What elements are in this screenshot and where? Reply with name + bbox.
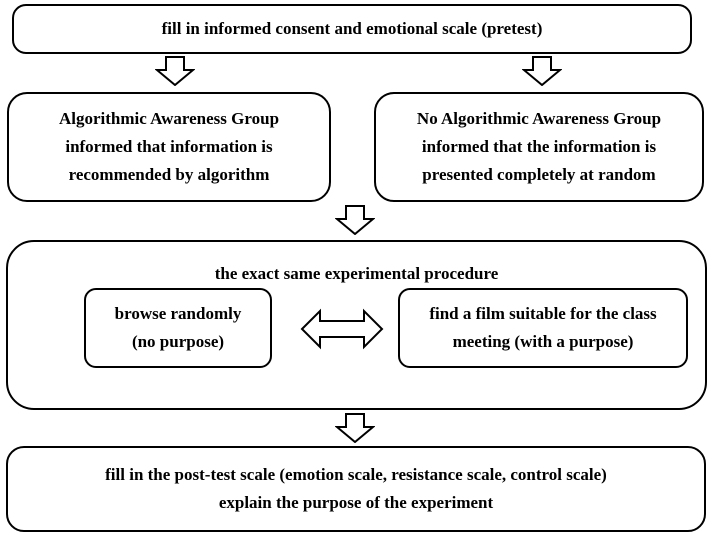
- down-arrow-icon: [335, 205, 375, 235]
- procedure-title: the exact same experimental procedure: [214, 264, 499, 283]
- no-aware-group-line-3: presented completely at random: [422, 165, 656, 184]
- posttest-line-1: fill in the post-test scale (emotion sca…: [105, 465, 607, 484]
- aware-group-line-2: informed that information is: [65, 137, 273, 156]
- algorithmic-awareness-group-box: Algorithmic Awareness Group informed tha…: [7, 92, 331, 202]
- posttest-line-2: explain the purpose of the experiment: [218, 493, 494, 512]
- down-arrow-icon: [335, 413, 375, 443]
- double-arrow-icon: [300, 308, 384, 350]
- no-aware-group-line-2: informed that the information is: [421, 137, 657, 156]
- aware-group-title: Algorithmic Awareness Group: [58, 109, 280, 128]
- no-algorithmic-awareness-group-box: No Algorithmic Awareness Group informed …: [374, 92, 704, 202]
- posttest-box: fill in the post-test scale (emotion sca…: [6, 446, 706, 532]
- down-arrow-icon: [522, 56, 562, 86]
- find-film-box: find a film suitable for the class meeti…: [398, 288, 688, 368]
- browse-randomly-box: browse randomly (no purpose): [84, 288, 272, 368]
- browse-line-2: (no purpose): [131, 332, 225, 351]
- film-line-2: meeting (with a purpose): [452, 332, 634, 351]
- pretest-text: fill in informed consent and emotional s…: [161, 19, 543, 38]
- browse-line-1: browse randomly: [114, 304, 242, 323]
- film-line-1: find a film suitable for the class: [429, 304, 657, 323]
- aware-group-line-3: recommended by algorithm: [68, 165, 270, 184]
- down-arrow-icon: [155, 56, 195, 86]
- no-aware-group-title: No Algorithmic Awareness Group: [416, 109, 662, 128]
- pretest-box: fill in informed consent and emotional s…: [12, 4, 692, 54]
